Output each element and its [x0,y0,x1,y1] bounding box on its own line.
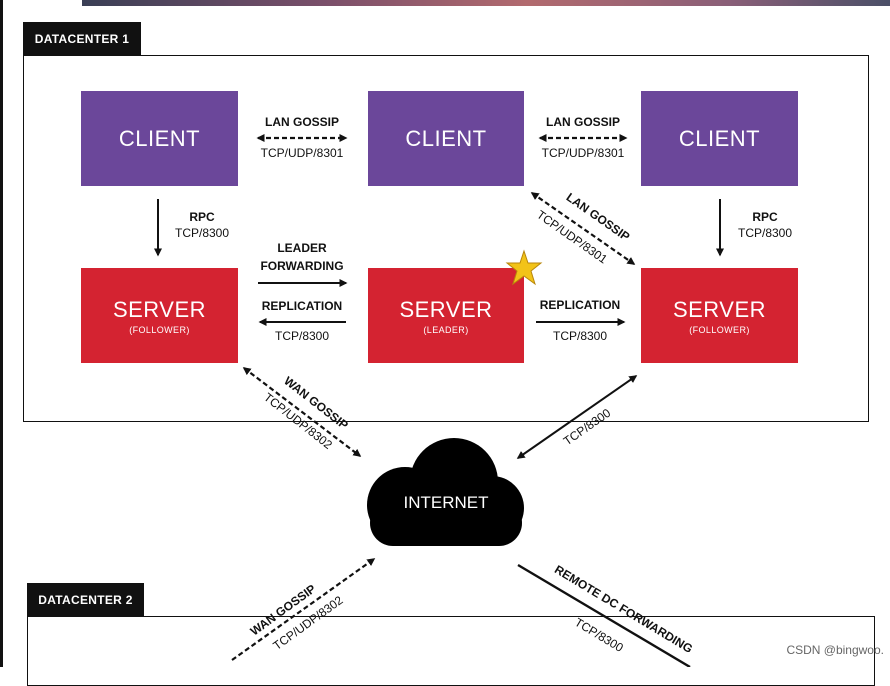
datacenter-2-label: DATACENTER 2 [38,592,133,607]
internet-cloud-icon [367,438,524,546]
wan-tcp-arrow-right [516,375,638,459]
leader-star-icon [505,249,543,286]
server-role: (LEADER) [423,324,469,335]
server-role: (FOLLOWER) [689,324,750,335]
left-edge-bar [0,0,3,667]
server-role: (FOLLOWER) [129,324,190,335]
server-follower-1[interactable]: SERVER (FOLLOWER) [81,268,238,363]
server-label: SERVER [672,296,767,322]
wan-gossip-arrow-dc2 [231,558,376,661]
lan-gossip-1-title: LAN GOSSIP [264,115,339,129]
rpc-right-title: RPC [752,210,778,224]
client-node-1[interactable]: CLIENT [81,91,238,186]
wan-gossip-arrow-dc1 [242,367,362,457]
server-label: SERVER [399,296,493,322]
leader-forwarding-title-2: FORWARDING [260,259,344,273]
server-follower-2[interactable]: SERVER (FOLLOWER) [641,268,798,363]
datacenter-1-frame [23,55,869,422]
replication-right-port: TCP/8300 [552,329,608,343]
top-accent-bar [82,0,890,6]
lan-gossip-2-port: TCP/UDP/8301 [541,146,625,160]
datacenter-2-tab: DATACENTER 2 [27,583,144,616]
client-label: CLIENT [118,125,201,151]
rpc-right-port: TCP/8300 [737,226,793,240]
connector-layer [154,134,724,667]
leader-forwarding-title-1: LEADER [277,241,327,255]
lan-gossip-1-port: TCP/UDP/8301 [260,146,344,160]
client-label: CLIENT [405,125,487,151]
remote-dc-forwarding-line [517,563,691,667]
replication-left-title: REPLICATION [261,299,343,313]
server-label: SERVER [112,296,207,322]
server-leader[interactable]: SERVER (LEADER) [368,268,524,363]
client-node-2[interactable]: CLIENT [368,91,524,186]
replication-left-port: TCP/8300 [274,329,330,343]
replication-right-title: REPLICATION [539,298,621,312]
datacenter-1-label: DATACENTER 1 [34,31,130,46]
rpc-left-port: TCP/8300 [174,226,230,240]
watermark-text: CSDN @bingwoo. [786,643,884,657]
internet-label: INTERNET [403,493,489,512]
lan-gossip-diagonal-arrow [530,192,636,265]
datacenter-1-tab: DATACENTER 1 [23,22,141,55]
client-label: CLIENT [678,125,761,151]
rpc-left-title: RPC [189,210,215,224]
lan-gossip-2-title: LAN GOSSIP [545,115,620,129]
client-node-3[interactable]: CLIENT [641,91,798,186]
